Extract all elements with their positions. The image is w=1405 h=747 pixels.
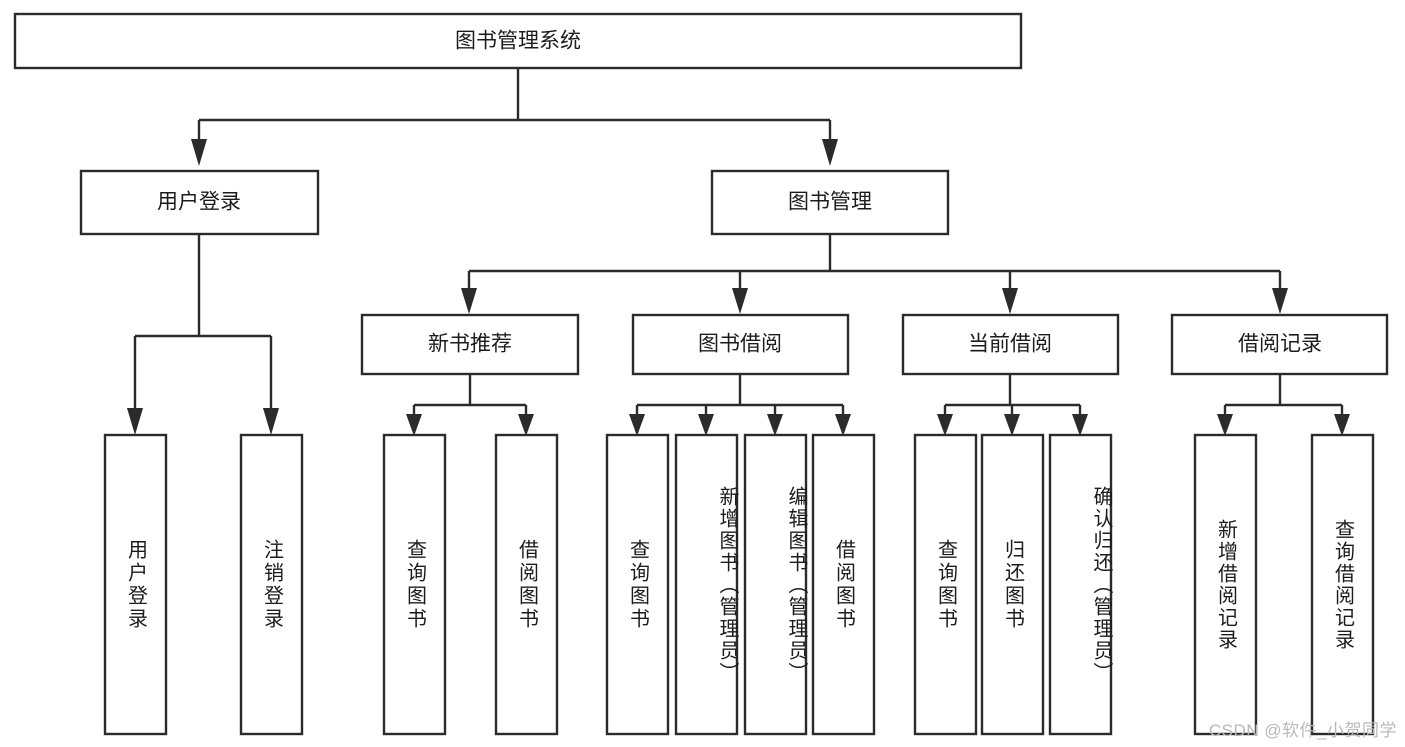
leaf-box-add-book-admin[interactable] <box>674 433 739 736</box>
node-new-book-recommend[interactable]: 新书推荐 <box>360 313 580 376</box>
arrow-head-icon <box>1334 414 1350 436</box>
book-borrow-label: 图书借阅 <box>698 333 782 356</box>
leaf-box-query-book-3[interactable] <box>913 433 978 736</box>
book-manage-label: 图书管理 <box>788 191 872 214</box>
connector-currentborrow-to-leaves <box>937 374 1088 436</box>
arrow-head-icon <box>1272 288 1288 314</box>
leaf-box-logout[interactable] <box>239 433 304 736</box>
leaf-box-edit-book-admin[interactable] <box>743 433 808 736</box>
new-book-recommend-box[interactable] <box>360 313 580 376</box>
root-box[interactable] <box>13 12 1023 70</box>
arrow-head-icon <box>263 408 279 435</box>
arrow-head-icon <box>127 408 143 435</box>
user-login-label: 用户登录 <box>157 191 241 214</box>
leaf-box-user-login[interactable] <box>103 433 168 736</box>
connector-bookmanage-to-level3 <box>461 234 1288 314</box>
leaf-box-query-borrow-record[interactable] <box>1310 433 1375 736</box>
arrow-head-icon <box>822 139 838 166</box>
arrow-head-icon <box>191 139 207 166</box>
arrow-head-icon <box>732 288 748 314</box>
connector-newbook-to-leaves <box>406 374 534 436</box>
node-user-login[interactable]: 用户登录 <box>79 169 320 236</box>
connector-borrowrecord-to-leaves <box>1217 374 1350 436</box>
connector-root-to-level2 <box>191 68 838 166</box>
leaf-box-confirm-return-admin[interactable] <box>1048 433 1113 736</box>
arrow-head-icon <box>629 414 645 436</box>
connector-bookborrow-to-leaves <box>629 374 851 436</box>
current-borrow-box[interactable] <box>901 313 1120 376</box>
node-borrow-record[interactable]: 借阅记录 <box>1170 313 1389 376</box>
borrow-record-label: 借阅记录 <box>1238 333 1322 356</box>
arrow-head-icon <box>1004 414 1020 436</box>
leaf-box-query-book-1[interactable] <box>382 433 447 736</box>
current-borrow-label: 当前借阅 <box>968 333 1052 356</box>
node-book-borrow[interactable]: 图书借阅 <box>631 313 850 376</box>
arrow-head-icon <box>937 414 953 436</box>
leaf-box-query-book-2[interactable] <box>605 433 670 736</box>
new-book-recommend-label: 新书推荐 <box>428 333 512 356</box>
leaf-box-borrow-book-2[interactable] <box>811 433 876 736</box>
node-book-manage[interactable]: 图书管理 <box>710 169 950 236</box>
arrow-head-icon <box>518 414 534 436</box>
node-root[interactable]: 图书管理系统 <box>13 12 1023 70</box>
leaf-box-add-borrow-record[interactable] <box>1193 433 1258 736</box>
arrow-head-icon <box>835 414 851 436</box>
arrow-head-icon <box>767 414 783 436</box>
leaf-box-borrow-book-1[interactable] <box>494 433 559 736</box>
node-current-borrow[interactable]: 当前借阅 <box>901 313 1120 376</box>
arrow-head-icon <box>1072 414 1088 436</box>
arrow-head-icon <box>461 288 477 314</box>
arrow-head-icon <box>1002 288 1018 314</box>
root-label: 图书管理系统 <box>455 30 581 53</box>
arrow-head-icon <box>698 414 714 436</box>
arrow-head-icon <box>1217 414 1233 436</box>
watermark-text: CSDN @软件_小贺同学 <box>1208 721 1397 740</box>
arrow-head-icon <box>406 414 422 436</box>
user-login-box[interactable] <box>79 169 320 236</box>
connector-userlogin-to-leaves <box>127 234 279 435</box>
leaf-box-return-book[interactable] <box>980 433 1045 736</box>
